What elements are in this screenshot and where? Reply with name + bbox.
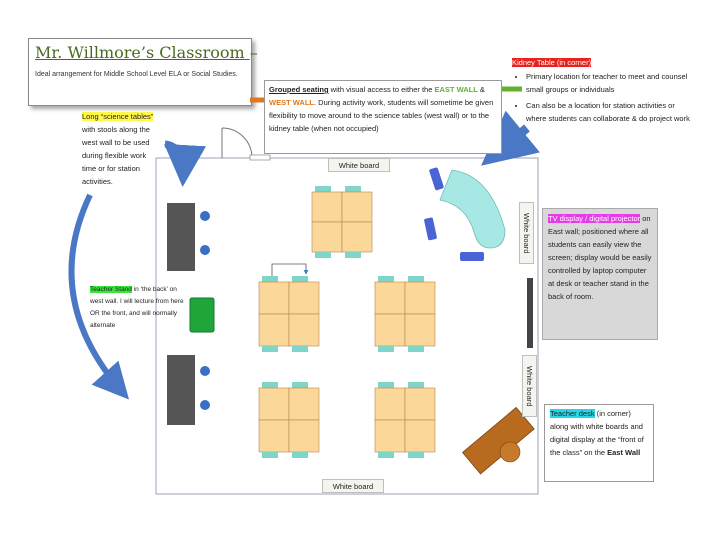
tv-display (527, 278, 533, 348)
page-subtitle: Ideal arrangement for Middle School Leve… (35, 71, 238, 78)
teacher-desk-lead: Teacher desk (550, 409, 595, 418)
kidney-bullet: Can also be a location for station activ… (526, 99, 696, 125)
kidney-table-heading: Kidney Table (in corner) (512, 58, 592, 67)
kidney-chair (429, 167, 444, 191)
science-table-top (167, 203, 195, 271)
desk-group (374, 276, 436, 352)
teacher-desk-text: (in corner) along with white boards and … (550, 409, 644, 457)
desk-group (258, 276, 320, 352)
science-tables-lead: Long “science tables” (82, 112, 154, 121)
arrow-science (164, 140, 207, 187)
kidney-chair (424, 217, 437, 241)
page-title: Mr. Willmore’s Classroom – (35, 43, 258, 62)
tv-display-note: TV display / digital projector on East w… (542, 208, 658, 340)
teacher-desk-east-wall: East Wall (607, 448, 641, 457)
stool (200, 400, 210, 410)
teacher-stand-lead: Teacher Stand (90, 286, 132, 293)
teacher-stand-text: in ‘the back’ on west wall. I will lectu… (90, 286, 184, 329)
teacher-chair (499, 441, 521, 463)
teacher-stand (189, 297, 215, 333)
door (221, 127, 253, 159)
arrow-teacher-stand (68, 193, 129, 400)
desk-group (258, 382, 320, 458)
whiteboard-bottom: White board (322, 479, 384, 493)
teacher-desk-note: Teacher desk (in corner) along with whit… (544, 404, 654, 482)
grouped-seating-text: with visual access to either the (328, 85, 435, 94)
title-box: Mr. Willmore’s Classroom – Ideal arrange… (28, 38, 258, 106)
desk-group (374, 382, 436, 458)
stool (200, 366, 210, 376)
west-wall-label: WEST WALL (269, 98, 314, 107)
kidney-table-note: Kidney Table (in corner) Primary locatio… (512, 56, 696, 128)
tv-display-text: on East wall; positioned where all stude… (548, 214, 652, 301)
stool (200, 245, 210, 255)
science-tables-text: with stools along the west wall to be us… (82, 125, 150, 186)
east-wall-label: EAST WALL (434, 85, 478, 94)
kidney-table (439, 169, 506, 249)
science-tables-note: Long “science tables” with stools along … (82, 110, 158, 188)
tv-display-lead: TV display / digital projector (548, 214, 641, 223)
whiteboard-right-bottom: White board (522, 355, 537, 417)
grouped-seating-text-2: . During activity work, students will so… (269, 98, 494, 133)
whiteboard-top: White board (328, 158, 390, 172)
arrow-kidney (481, 110, 540, 166)
teacher-stand-note: Teacher Stand in ‘the back’ on west wall… (90, 284, 186, 332)
teacher-desk (461, 406, 535, 475)
kidney-bullet: Primary location for teacher to meet and… (526, 70, 696, 96)
door-opening (249, 154, 271, 161)
stool (200, 211, 210, 221)
grouped-seating-amp: & (477, 85, 485, 94)
grouped-seating-lead: Grouped seating (269, 85, 329, 94)
science-table-bottom (167, 355, 195, 425)
move-arrow (271, 263, 309, 276)
grouped-seating-note: Grouped seating with visual access to ei… (264, 80, 502, 154)
kidney-chair (460, 252, 484, 261)
desk-group (311, 186, 373, 258)
whiteboard-right-top: White board (519, 202, 534, 264)
